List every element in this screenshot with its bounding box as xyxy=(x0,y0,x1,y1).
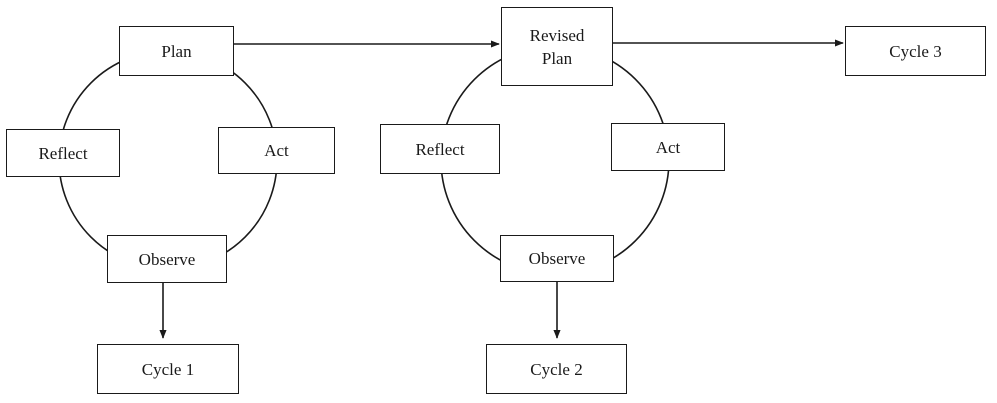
cycle1-act-box: Act xyxy=(218,127,335,174)
cycle3-box: Cycle 3 xyxy=(845,26,986,76)
cycle1-outcome-box: Cycle 1 xyxy=(97,344,239,394)
cycle1-plan-box: Plan xyxy=(119,26,234,76)
cycle2-reflect-box: Reflect xyxy=(380,124,500,174)
cycle1-observe-box: Observe xyxy=(107,235,227,283)
cycle2-act-box: Act xyxy=(611,123,725,171)
cycle2-observe-box: Observe xyxy=(500,235,614,282)
cycle2-outcome-box: Cycle 2 xyxy=(486,344,627,394)
cycle2-revised-plan-box: Revised Plan xyxy=(501,7,613,86)
cycle1-reflect-box: Reflect xyxy=(6,129,120,177)
